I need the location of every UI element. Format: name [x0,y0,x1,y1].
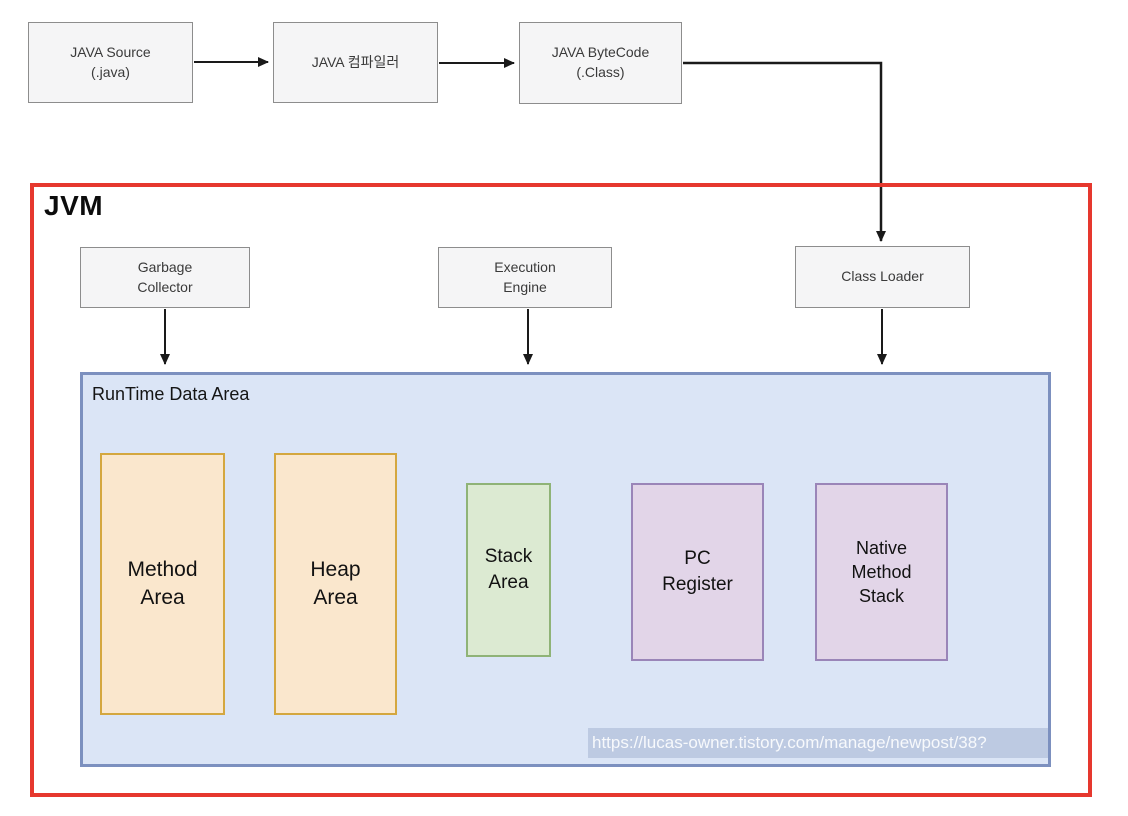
watermark-bar: https://lucas-owner.tistory.com/manage/n… [588,728,1048,758]
heap-area-label-line1: Heap [310,557,361,581]
pc-register-box: PC Register [631,483,764,661]
java-bytecode-extension: (.Class) [576,64,625,80]
execution-engine-label-line1: Execution [494,258,556,275]
native-method-stack-label-line1: Native [855,537,908,558]
java-source-box: JAVA Source (.java) [28,22,193,103]
method-area-box: Method Area [100,453,225,715]
class-loader-label: Class Loader [841,268,924,285]
java-source-label: JAVA Source [70,43,151,60]
java-compiler-label: JAVA 컴파일러 [311,53,400,70]
pc-register-label-line2: Register [662,574,733,595]
jvm-container [30,183,1092,797]
heap-area-box: Heap Area [274,453,397,715]
runtime-data-area-title: RunTime Data Area [92,384,250,404]
native-method-stack-label-line2: Method [851,561,912,582]
garbage-collector-label-line1: Garbage [137,258,193,275]
class-loader-box: Class Loader [795,246,970,308]
java-source-extension: (.java) [91,63,130,80]
heap-area-label-line2: Area [313,586,358,609]
native-method-stack-box: Native Method Stack [815,483,948,661]
stack-area-box: Stack Area [466,483,551,657]
stack-area-label-line2: Area [488,572,529,593]
java-bytecode-box: JAVA ByteCode (.Class) [519,22,682,104]
java-compiler-box: JAVA 컴파일러 [273,22,438,103]
garbage-collector-box: Garbage Collector [80,247,250,308]
method-area-label-line1: Method [127,557,198,581]
garbage-collector-label-line2: Collector [137,278,193,295]
execution-engine-label-line2: Engine [503,278,547,295]
native-method-stack-label-line3: Stack [858,586,905,607]
execution-engine-box: Execution Engine [438,247,612,308]
watermark-url: https://lucas-owner.tistory.com/manage/n… [592,733,987,752]
method-area-label-line2: Area [140,586,185,609]
java-bytecode-label: JAVA ByteCode [551,44,650,61]
jvm-title: JVM [44,190,104,221]
stack-area-label-line1: Stack [484,546,533,568]
pc-register-label-line1: PC [684,548,711,570]
